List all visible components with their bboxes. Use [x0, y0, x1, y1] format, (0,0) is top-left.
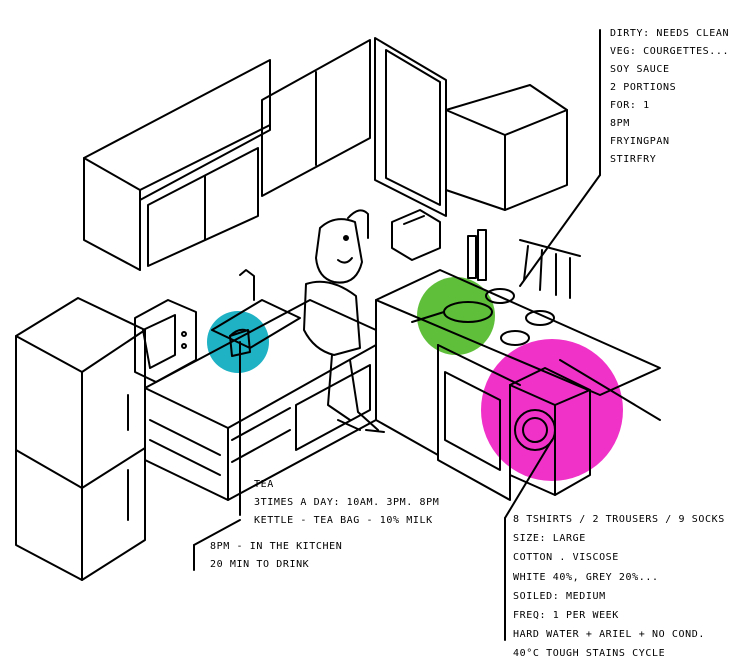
kitchen-diagram: DIRTY: NEEDS CLEAN VEG: COURGETTES... SO… — [15, 25, 729, 659]
kitchen-illustration — [15, 29, 661, 641]
bottle-icon — [467, 229, 487, 281]
toaster-icon — [391, 209, 441, 261]
kettle-sub-annotation: 8PM - IN THE KITCHEN 20 MIN TO DRINK — [210, 538, 342, 574]
washer-note-line: SOILED: MEDIUM — [513, 590, 606, 602]
stove-annotation: DIRTY: NEEDS CLEAN VEG: COURGETTES... SO… — [610, 25, 729, 169]
stove-note-line: FRYINGPAN — [610, 136, 670, 147]
stove-highlight — [417, 277, 495, 355]
washer-note-line: HARD WATER + ARIEL + NO COND. — [513, 629, 705, 641]
washer-note-line: 40°C TOUGH STAINS CYCLE — [513, 648, 666, 660]
kettle-note-line: TEA — [254, 479, 274, 490]
washer-annotation: 8 TSHIRTS / 2 TROUSERS / 9 SOCKS SIZE: L… — [513, 510, 725, 664]
frying-pan-icon — [411, 301, 493, 323]
washer-note-line: COTTON . VISCOSE — [513, 552, 619, 564]
stove-note-line: SOY SAUCE — [610, 64, 670, 75]
stove-note-line: 2 PORTIONS — [610, 82, 677, 93]
sink-icon — [211, 269, 301, 349]
person-figure — [303, 209, 385, 433]
stove-note-line: FOR: 1 — [610, 100, 650, 111]
washer-note-line: FREQ: 1 PER WEEK — [513, 609, 619, 621]
kettle-note-line: KETTLE - TEA BAG - 10% MILK — [254, 515, 433, 526]
kettle-sub-note-line: 20 MIN TO DRINK — [210, 559, 310, 570]
washer-note-line: SIZE: LARGE — [513, 533, 586, 545]
fridge-icon — [15, 297, 146, 581]
kettle-icon — [229, 328, 251, 357]
oven-icon — [375, 269, 661, 501]
washer-note-line: WHITE 40%, GREY 20%... — [513, 571, 659, 583]
stove-note-line: DIRTY: NEEDS CLEAN — [610, 28, 730, 39]
stove-note-line: STIRFRY — [610, 154, 657, 165]
stove-note-line: 8PM — [610, 118, 630, 129]
washer-note-line: 8 TSHIRTS / 2 TROUSERS / 9 SOCKS — [513, 514, 725, 525]
kettle-note-line: 3TIMES A DAY: 10AM. 3PM. 8PM — [254, 497, 440, 508]
upper-cabinets — [83, 37, 568, 271]
utensil-icon — [519, 239, 581, 299]
leader-lines — [193, 29, 661, 641]
kettle-sub-note-line: 8PM - IN THE KITCHEN — [210, 541, 343, 552]
kettle-annotation: TEA 3TIMES A DAY: 10AM. 3PM. 8PM KETTLE … — [254, 476, 439, 530]
stove-note-line: VEG: COURGETTES... — [610, 46, 730, 57]
washing-machine-icon — [509, 367, 591, 496]
washer-highlight — [481, 339, 623, 481]
